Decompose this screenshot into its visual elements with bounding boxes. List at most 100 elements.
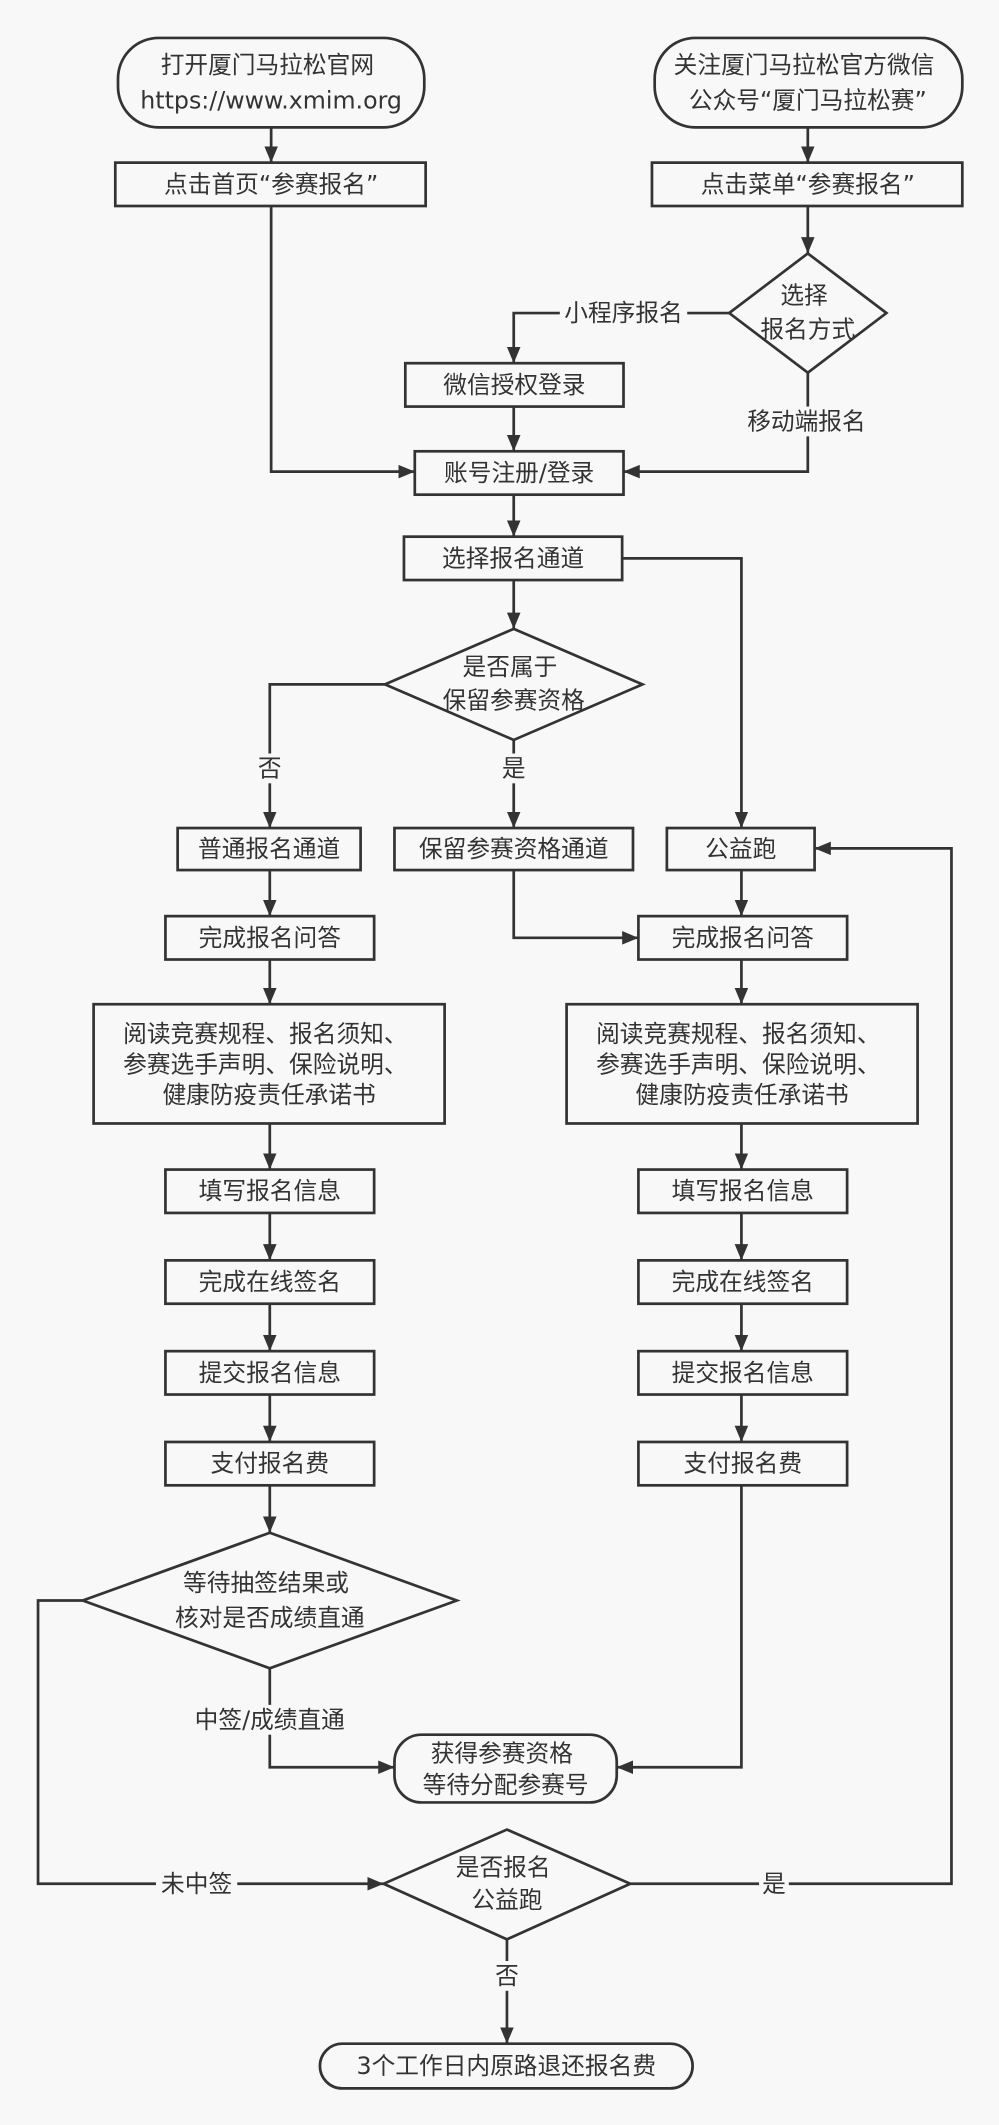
left-step-qa: 完成报名问答: [164, 914, 376, 961]
node-shape: [116, 36, 426, 129]
node-shape: [113, 161, 427, 208]
node-shape: [413, 449, 625, 497]
step-normal-channel: 普通报名通道: [176, 826, 362, 872]
arrow-choose-channel-to-charity-run: [622, 556, 749, 829]
edge-label-text: 是: [762, 1870, 786, 1898]
node-text: 阅读竞赛规程、报名须知、 参赛选手声明、保险说明、 健康防疫责任承诺书: [596, 1020, 888, 1109]
edge-label-lottery-lose: 未中签: [155, 1868, 238, 1899]
node-text: 账号注册/登录: [444, 459, 594, 487]
arrow-mobile-to-account-login: [623, 372, 810, 479]
edge-label-text: 是: [502, 754, 526, 782]
node-text-line: 参赛选手声明、保险说明、: [123, 1051, 407, 1079]
node-text: 提交报名信息: [199, 1359, 341, 1387]
node-shape: [176, 826, 362, 872]
right-step-read: 阅读竞赛规程、报名须知、 参赛选手声明、保险说明、 健康防疫责任承诺书: [565, 1002, 919, 1125]
node-text-line: 公益跑: [471, 1886, 542, 1914]
step-click-menu: 点击菜单“参赛报名”: [650, 161, 964, 208]
label-background: [254, 753, 285, 784]
node-shape: [381, 627, 646, 742]
label-background: [492, 1961, 522, 1991]
node-text-line: 选择: [780, 281, 828, 309]
step-charity-run: 公益跑: [665, 826, 816, 872]
start-node-wechat: 关注厦门马拉松官方微信 公众号“厦门马拉松赛”: [653, 36, 964, 129]
edge-label-text: 移动端报名: [747, 407, 866, 435]
node-shape: [637, 1349, 849, 1396]
right-step-submit: 提交报名信息: [637, 1349, 849, 1396]
node-shape: [637, 1168, 849, 1215]
right-step-pay: 支付报名费: [637, 1440, 849, 1487]
node-text-line: 健康防疫责任承诺书: [162, 1081, 375, 1109]
node-text-line: 报名方式: [760, 315, 855, 343]
node-text: 关注厦门马拉松官方微信 公众号“厦门马拉松赛”: [674, 51, 942, 114]
left-step-pay: 支付报名费: [164, 1440, 376, 1487]
node-text: 点击首页“参赛报名”: [164, 170, 378, 198]
node-text-line: 关注厦门马拉松官方微信: [674, 51, 935, 79]
node-text: 3个工作日内原路退还报名费: [357, 2052, 657, 2080]
edge-label-charity-yes: 是: [759, 1868, 789, 1899]
label-background: [559, 298, 688, 328]
decision-charity-check: 是否报名 公益跑: [380, 1828, 634, 1941]
node-shape: [164, 1259, 376, 1306]
edge-label-reserved-yes: 是: [498, 753, 529, 784]
edge-label-reserved-no: 否: [254, 753, 285, 784]
node-text: 支付报名费: [211, 1450, 330, 1478]
node-text-line: 阅读竞赛规程、报名须知、: [123, 1020, 407, 1048]
arrow-right-pay-to-qualified: [616, 1485, 743, 1774]
right-step-fill: 填写报名信息: [637, 1168, 849, 1215]
edge-label-charity-no: 否: [492, 1961, 522, 1991]
node-shape: [164, 1440, 376, 1487]
node-text-line: 是否报名: [456, 1854, 551, 1882]
step-account-login: 账号注册/登录: [413, 449, 625, 497]
step-wechat-login: 微信授权登录: [403, 361, 625, 408]
decision-lottery-check: 等待抽签结果或 核对是否成绩直通: [78, 1531, 461, 1670]
step-choose-channel: 选择报名通道: [402, 535, 624, 582]
node-text: 阅读竞赛规程、报名须知、 参赛选手声明、保险说明、 健康防疫责任承诺书: [123, 1020, 415, 1109]
node-shape: [637, 1259, 849, 1306]
start-node-website: 打开厦门马拉松官网 https://www.xmim.org: [116, 36, 426, 129]
node-text: 获得参赛资格 等待分配参赛号: [423, 1740, 589, 1799]
node-shape: [393, 826, 635, 872]
node-text: 提交报名信息: [672, 1359, 814, 1387]
node-shape: [637, 914, 849, 961]
left-step-submit: 提交报名信息: [164, 1349, 376, 1396]
node-text-line: 公众号“厦门马拉松赛”: [689, 86, 927, 114]
node-text: 完成在线签名: [672, 1268, 814, 1296]
node-text: 是否属于 保留参赛资格: [443, 653, 586, 715]
node-shape: [403, 361, 625, 408]
node-text: 完成报名问答: [199, 924, 341, 952]
node-shape: [650, 161, 964, 208]
node-shape: [78, 1531, 461, 1670]
node-text: 打开厦门马拉松官网 https://www.xmim.org: [140, 51, 402, 114]
node-shape: [565, 1002, 919, 1125]
node-text-line: 等待分配参赛号: [423, 1771, 589, 1799]
left-step-sign: 完成在线签名: [164, 1259, 376, 1306]
node-text-line: 打开厦门马拉松官网: [161, 51, 374, 79]
outcome-qualified: 获得参赛资格 等待分配参赛号: [393, 1733, 619, 1804]
node-text-line: 参赛选手声明、保险说明、: [596, 1051, 880, 1079]
outcome-refund: 3个工作日内原路退还报名费: [318, 2042, 694, 2090]
node-text: 支付报名费: [684, 1450, 803, 1478]
left-step-read: 阅读竞赛规程、报名须知、 参赛选手声明、保险说明、 健康防疫责任承诺书: [92, 1002, 446, 1125]
label-background: [191, 1704, 349, 1735]
node-text: 完成在线签名: [199, 1268, 341, 1296]
node-text-line: 获得参赛资格: [431, 1740, 574, 1768]
node-shape: [665, 826, 816, 872]
node-text: 普通报名通道: [198, 835, 340, 863]
edge-labels: 小程序报名 移动端报名 否 是 中签/成绩直通 未中签 是 否: [155, 298, 872, 1991]
decision-choose-method: 选择 报名方式: [726, 251, 889, 375]
edge-label-text: 未中签: [161, 1870, 232, 1898]
node-text: 选择 报名方式: [760, 281, 855, 343]
node-shape: [653, 36, 964, 129]
node-shape: [402, 535, 624, 582]
edge-label-mobile: 移动端报名: [744, 406, 872, 437]
node-text: 保留参赛资格通道: [419, 835, 609, 863]
label-background: [498, 753, 529, 784]
node-text: 填写报名信息: [199, 1177, 341, 1205]
arrow-lottery-win-to-qualified: [268, 1668, 395, 1774]
edge-label-lottery-win: 中签/成绩直通: [191, 1704, 349, 1735]
label-background: [155, 1868, 238, 1899]
edge-label-text: 中签/成绩直通: [195, 1706, 345, 1734]
node-shape: [637, 1440, 849, 1487]
node-text: 选择报名通道: [442, 544, 584, 572]
